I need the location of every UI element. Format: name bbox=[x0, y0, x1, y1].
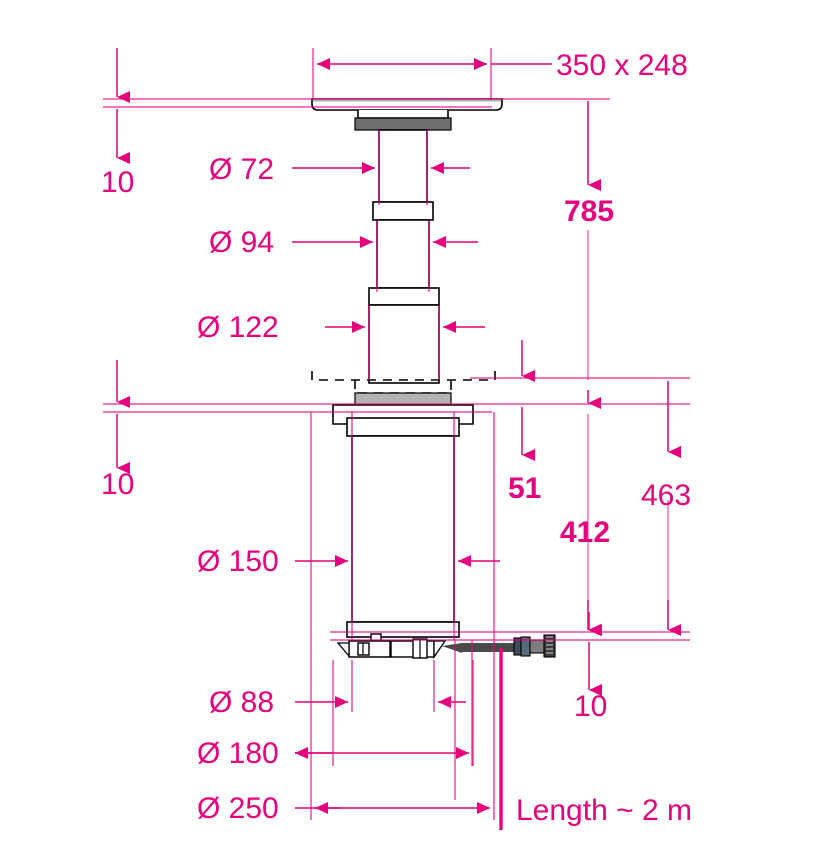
label-diameter-94: Ø 94 bbox=[209, 226, 274, 259]
label-top-gap-10: 10 bbox=[101, 166, 134, 199]
body-bottom-band bbox=[346, 621, 460, 638]
cable-taper bbox=[442, 643, 462, 653]
left-valve-taper bbox=[336, 642, 350, 658]
label-diameter-122: Ø 122 bbox=[197, 311, 279, 344]
label-lower-gap-10: 10 bbox=[101, 468, 134, 501]
connector-barrel bbox=[529, 639, 545, 654]
upper-collar-outline bbox=[357, 110, 449, 119]
cable-body bbox=[460, 643, 516, 652]
body-cylinder-150 bbox=[351, 435, 455, 623]
label-cable-length: Length ~ 2 m bbox=[516, 794, 692, 827]
label-diameter-72: Ø 72 bbox=[209, 153, 274, 186]
label-diameter-88: Ø 88 bbox=[209, 686, 274, 719]
right-fitting-taper bbox=[433, 640, 447, 660]
step-ring-72-94 bbox=[372, 201, 434, 221]
dimension-arrows bbox=[116, 48, 681, 830]
dimension-labels: 350 x 248 10 Ø 72 Ø 94 Ø 122 785 10 51 4… bbox=[101, 49, 692, 827]
label-350x248: 350 x 248 bbox=[556, 49, 688, 82]
label-cable-gap-10: 10 bbox=[574, 690, 607, 723]
mast-tube-122 bbox=[368, 304, 440, 384]
label-height-463: 463 bbox=[641, 479, 691, 512]
upper-gasket bbox=[354, 117, 452, 131]
body-inner-shoulder bbox=[346, 417, 460, 437]
lower-gasket bbox=[354, 392, 452, 406]
label-diameter-250: Ø 250 bbox=[197, 792, 279, 825]
label-height-785: 785 bbox=[564, 195, 614, 228]
label-diameter-150: Ø 150 bbox=[197, 545, 279, 578]
hidden-flange-outline bbox=[311, 371, 496, 394]
mast-tube-72 bbox=[378, 129, 428, 203]
label-height-51: 51 bbox=[508, 472, 541, 505]
mast-tube-94 bbox=[376, 219, 430, 289]
connector-knurled-cap bbox=[543, 634, 556, 658]
label-height-412: 412 bbox=[560, 516, 610, 549]
label-diameter-180: Ø 180 bbox=[197, 737, 279, 770]
extension-lines bbox=[103, 48, 690, 820]
connector-knurl-lines bbox=[546, 636, 553, 654]
